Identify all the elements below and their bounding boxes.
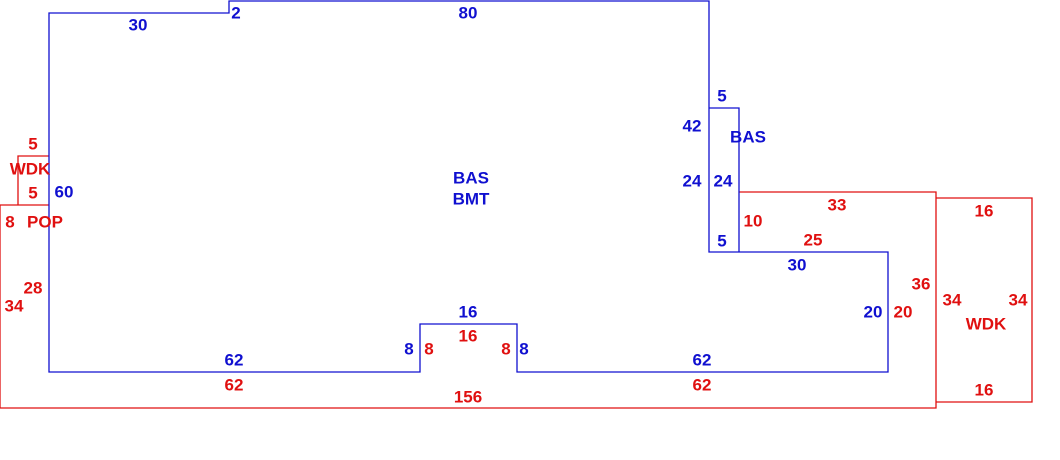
dimension-label: 62: [225, 376, 244, 395]
dimension-label: 24: [683, 172, 702, 191]
dimension-label: 62: [693, 351, 712, 370]
dimension-label: 36: [912, 275, 931, 294]
dimension-label: 34: [5, 297, 24, 316]
dimension-label: 16: [459, 327, 478, 346]
dimension-label: 34: [1009, 291, 1028, 310]
dimension-label: 156: [454, 388, 482, 407]
dimension-label: 5: [717, 87, 726, 106]
dimension-label: 2: [231, 4, 240, 23]
dimension-label: 20: [894, 303, 913, 322]
dimension-label: 24: [714, 172, 733, 191]
dimension-label: 30: [788, 256, 807, 275]
pop-code: POP: [27, 213, 63, 232]
dimension-label: 60: [55, 183, 74, 202]
dimension-label: 16: [975, 381, 994, 400]
main-area-code-2: BMT: [453, 190, 490, 209]
dimension-label: 8: [501, 340, 510, 359]
dimension-label: 34: [943, 291, 962, 310]
dimension-label: 5: [28, 184, 37, 203]
wdk-left-code: WDK: [10, 160, 51, 179]
dimension-label: 16: [975, 202, 994, 221]
dimension-label: 8: [5, 213, 14, 232]
dimension-label: 8: [519, 340, 528, 359]
main-floor-outline: [48, 0, 889, 373]
dimension-label: 28: [24, 279, 43, 298]
dimension-label: 5: [28, 135, 37, 154]
main-area-code: BAS: [453, 169, 489, 188]
dimension-label: 30: [129, 16, 148, 35]
wdk-right-code: WDK: [966, 315, 1007, 334]
wdk-right-outline: [936, 197, 1033, 403]
dimension-label: 16: [459, 303, 478, 322]
dimension-label: 62: [693, 376, 712, 395]
dimension-label: 8: [424, 340, 433, 359]
bas-small-outline: [709, 107, 740, 252]
dimension-label: 20: [864, 303, 883, 322]
dimension-label: 25: [804, 231, 823, 250]
dimension-label: 33: [828, 196, 847, 215]
dimension-label: 8: [404, 340, 413, 359]
wdk-left-outline: [17, 155, 49, 205]
dimension-label: 62: [225, 351, 244, 370]
dimension-label: 5: [717, 232, 726, 251]
exterior-outline: [0, 191, 937, 409]
bas-small-code: BAS: [730, 128, 766, 147]
dimension-label: 42: [683, 117, 702, 136]
dimension-label: 10: [744, 212, 763, 231]
dimension-label: 80: [459, 4, 478, 23]
